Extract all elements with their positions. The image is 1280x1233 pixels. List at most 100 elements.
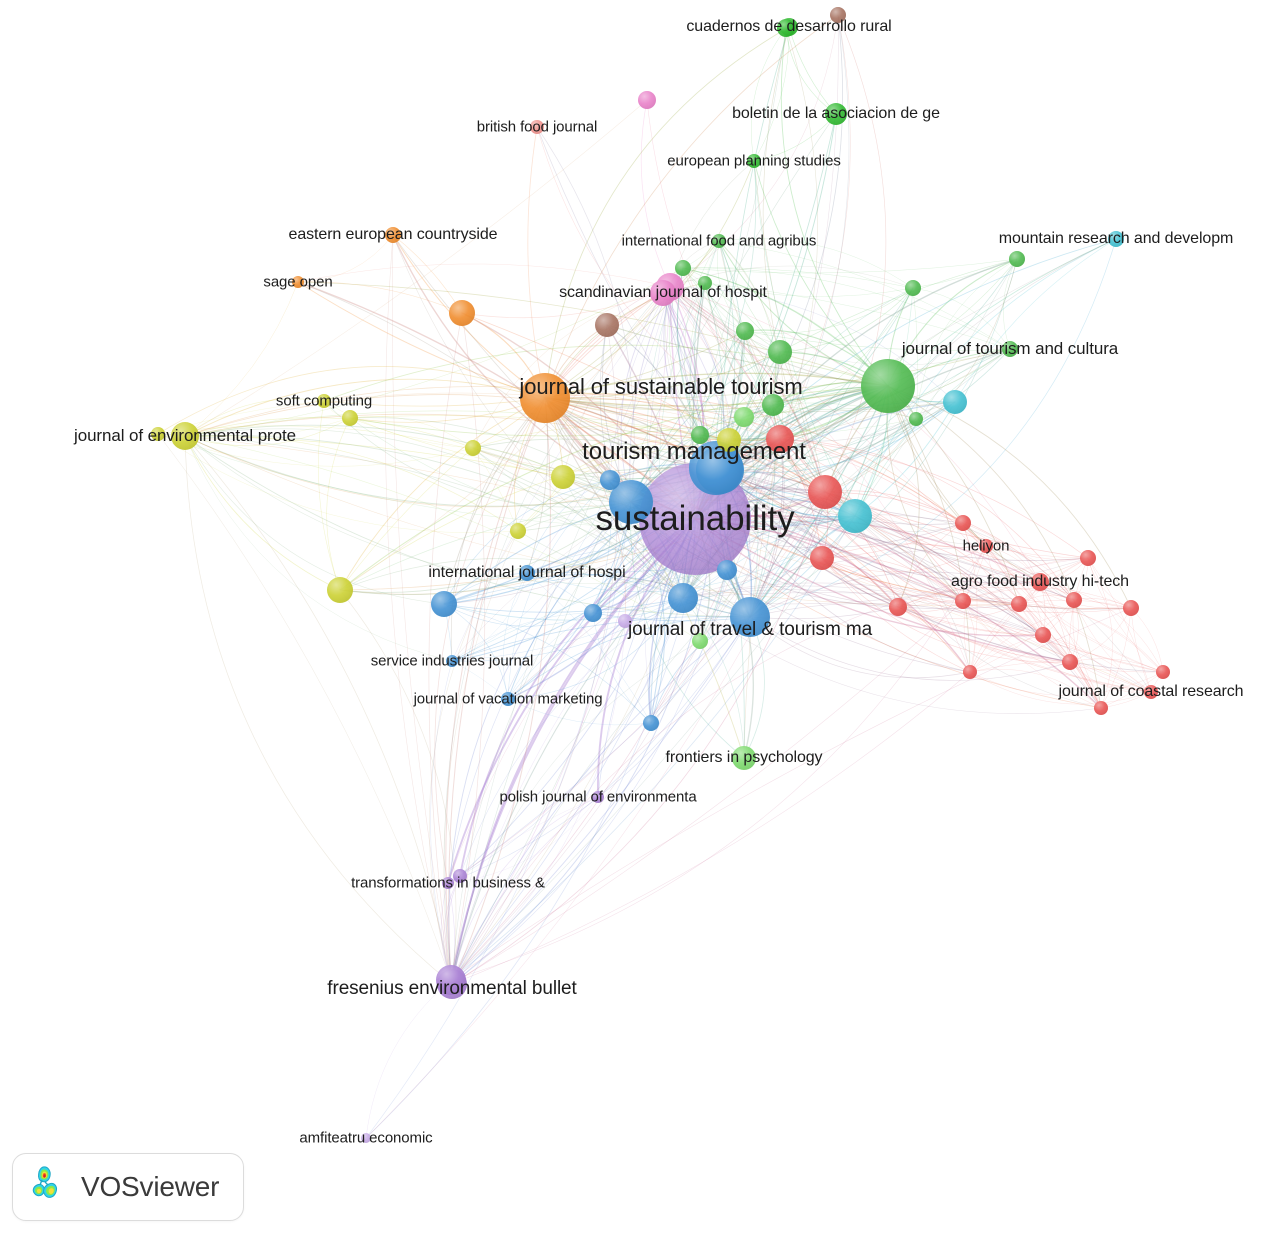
network-node[interactable] (762, 394, 784, 416)
network-node[interactable] (1011, 596, 1027, 612)
network-edge (887, 385, 1020, 605)
network-node[interactable] (732, 746, 756, 770)
network-node[interactable] (501, 692, 515, 706)
network-node[interactable] (955, 515, 971, 531)
network-edge (969, 661, 1071, 673)
vosviewer-logo[interactable]: VOSviewer (12, 1153, 244, 1221)
network-node[interactable] (1094, 701, 1108, 715)
network-node[interactable] (766, 425, 794, 453)
node-sheen (292, 276, 304, 288)
network-node[interactable] (595, 313, 619, 337)
network-node[interactable] (551, 465, 575, 489)
network-node[interactable] (342, 410, 358, 426)
network-edge (749, 238, 1117, 618)
network-node[interactable] (943, 390, 967, 414)
network-node[interactable] (730, 597, 770, 637)
network-edge (719, 469, 1132, 610)
network-node[interactable] (810, 546, 834, 570)
network-edge (824, 491, 964, 602)
network-node[interactable] (861, 359, 915, 413)
network-node[interactable] (668, 583, 698, 613)
network-node[interactable] (963, 665, 977, 679)
network-node[interactable] (1031, 573, 1049, 591)
network-node[interactable] (465, 440, 481, 456)
network-node[interactable] (1062, 654, 1078, 670)
network-node[interactable] (905, 280, 921, 296)
network-node[interactable] (736, 322, 754, 340)
network-node[interactable] (675, 260, 691, 276)
network-edge (969, 603, 1020, 673)
network-node[interactable] (436, 965, 466, 995)
network-node[interactable] (1123, 600, 1139, 616)
network-node[interactable] (1080, 550, 1096, 566)
network-node[interactable] (292, 276, 304, 288)
network-node[interactable] (327, 577, 353, 603)
network-node[interactable] (768, 340, 792, 364)
network-edge (450, 796, 599, 981)
network-node[interactable] (691, 426, 709, 444)
network-edge (912, 258, 1018, 289)
network-node[interactable] (734, 407, 754, 427)
network-node[interactable] (446, 655, 458, 667)
network-node[interactable] (453, 869, 467, 883)
network-edge (1042, 634, 1152, 693)
network-node[interactable] (1009, 251, 1025, 267)
network-node[interactable] (692, 633, 708, 649)
network-node[interactable] (618, 614, 632, 628)
network-edge (854, 515, 1041, 583)
network-node[interactable] (584, 604, 602, 622)
network-node[interactable] (638, 91, 656, 109)
network-node[interactable] (592, 791, 604, 803)
network-node[interactable] (1144, 685, 1158, 699)
network-node[interactable] (1108, 231, 1124, 247)
node-layer[interactable] (151, 7, 1170, 1143)
network-node[interactable] (1066, 592, 1082, 608)
network-edge (451, 491, 826, 985)
network-node[interactable] (698, 276, 712, 290)
network-node[interactable] (830, 7, 846, 23)
network-node[interactable] (717, 560, 737, 580)
network-node[interactable] (151, 427, 165, 441)
network-node[interactable] (519, 565, 535, 581)
network-edge (544, 397, 745, 759)
network-node[interactable] (955, 593, 971, 609)
network-node[interactable] (510, 523, 526, 539)
network-node[interactable] (889, 598, 907, 616)
network-node[interactable] (1156, 665, 1170, 679)
network-node[interactable] (696, 446, 744, 494)
network-edge (451, 572, 528, 662)
network-node[interactable] (650, 280, 676, 306)
network-node[interactable] (385, 227, 401, 243)
network-node[interactable] (1035, 627, 1051, 643)
network-node[interactable] (712, 234, 726, 248)
network-node[interactable] (317, 394, 331, 408)
network-node[interactable] (717, 428, 741, 452)
node-sheen (736, 322, 754, 340)
network-node[interactable] (361, 1133, 371, 1143)
network-node[interactable] (442, 877, 454, 889)
network-node[interactable] (909, 412, 923, 426)
network-edge (472, 286, 671, 449)
network-node[interactable] (825, 103, 847, 125)
network-node[interactable] (449, 300, 475, 326)
network-node[interactable] (609, 480, 653, 524)
network-node[interactable] (838, 499, 872, 533)
network-node[interactable] (1002, 341, 1018, 357)
network-node[interactable] (171, 422, 199, 450)
network-node[interactable] (520, 373, 570, 423)
network-node[interactable] (979, 539, 993, 553)
network-edge (854, 515, 971, 673)
network-node[interactable] (808, 475, 842, 509)
network-edge (1069, 557, 1089, 663)
network-edge (824, 490, 964, 524)
network-node[interactable] (777, 19, 795, 37)
network-node[interactable] (530, 120, 544, 134)
network-edge (349, 416, 474, 449)
node-sheen (675, 260, 691, 276)
network-node[interactable] (643, 715, 659, 731)
network-node[interactable] (600, 470, 620, 490)
network-node[interactable] (431, 591, 457, 617)
network-node[interactable] (747, 154, 761, 168)
